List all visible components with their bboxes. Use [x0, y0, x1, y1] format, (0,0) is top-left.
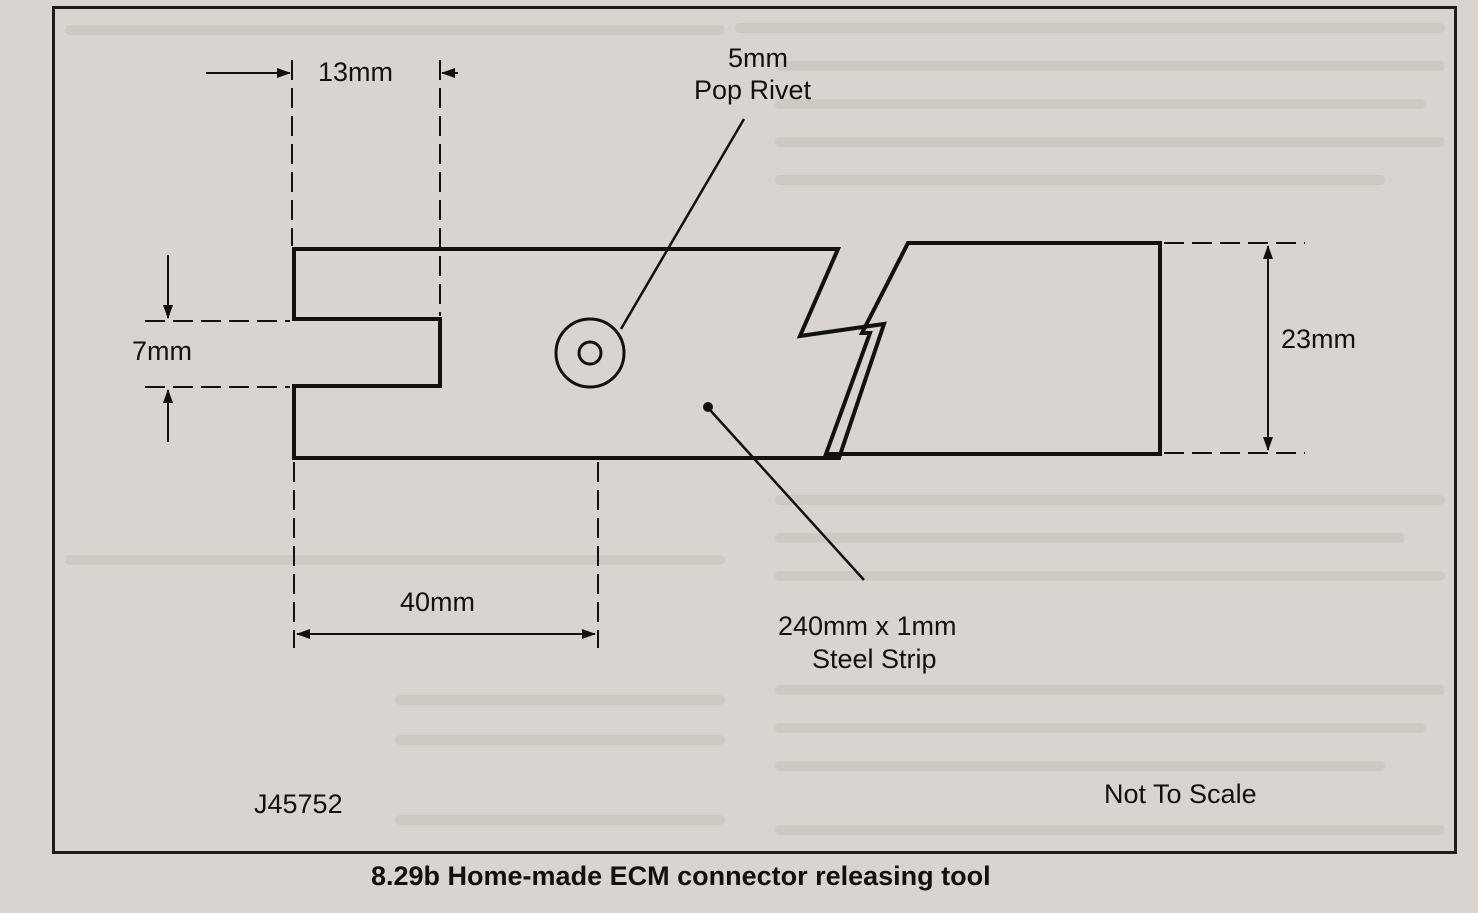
- scale-note: Not To Scale: [1104, 779, 1257, 809]
- strip-right-outline: [823, 241, 1162, 456]
- strip-leader: [709, 409, 865, 581]
- rivet-callout-line2: Pop Rivet: [694, 75, 812, 105]
- dim-label-13mm: 13mm: [318, 57, 394, 87]
- strip-callout-dot: [703, 402, 713, 412]
- figure-caption: 8.29b Home-made ECM connector releasing …: [371, 861, 991, 891]
- figure-frame: [52, 6, 1457, 854]
- strip-callout-line1: 240mm x 1mm: [778, 611, 957, 641]
- dim-label-40mm: 40mm: [400, 587, 476, 617]
- dim-label-7mm: 7mm: [132, 336, 192, 366]
- rivet-leader: [619, 118, 746, 330]
- figure-reference: J45752: [254, 789, 343, 819]
- pop-rivet-inner: [577, 340, 603, 366]
- rivet-callout-line1: 5mm: [728, 43, 788, 73]
- dim-label-23mm: 23mm: [1281, 324, 1357, 354]
- pop-rivet-outer: [554, 317, 626, 389]
- strip-callout-line2: Steel Strip: [812, 644, 937, 674]
- strip-left-outline: [292, 247, 887, 460]
